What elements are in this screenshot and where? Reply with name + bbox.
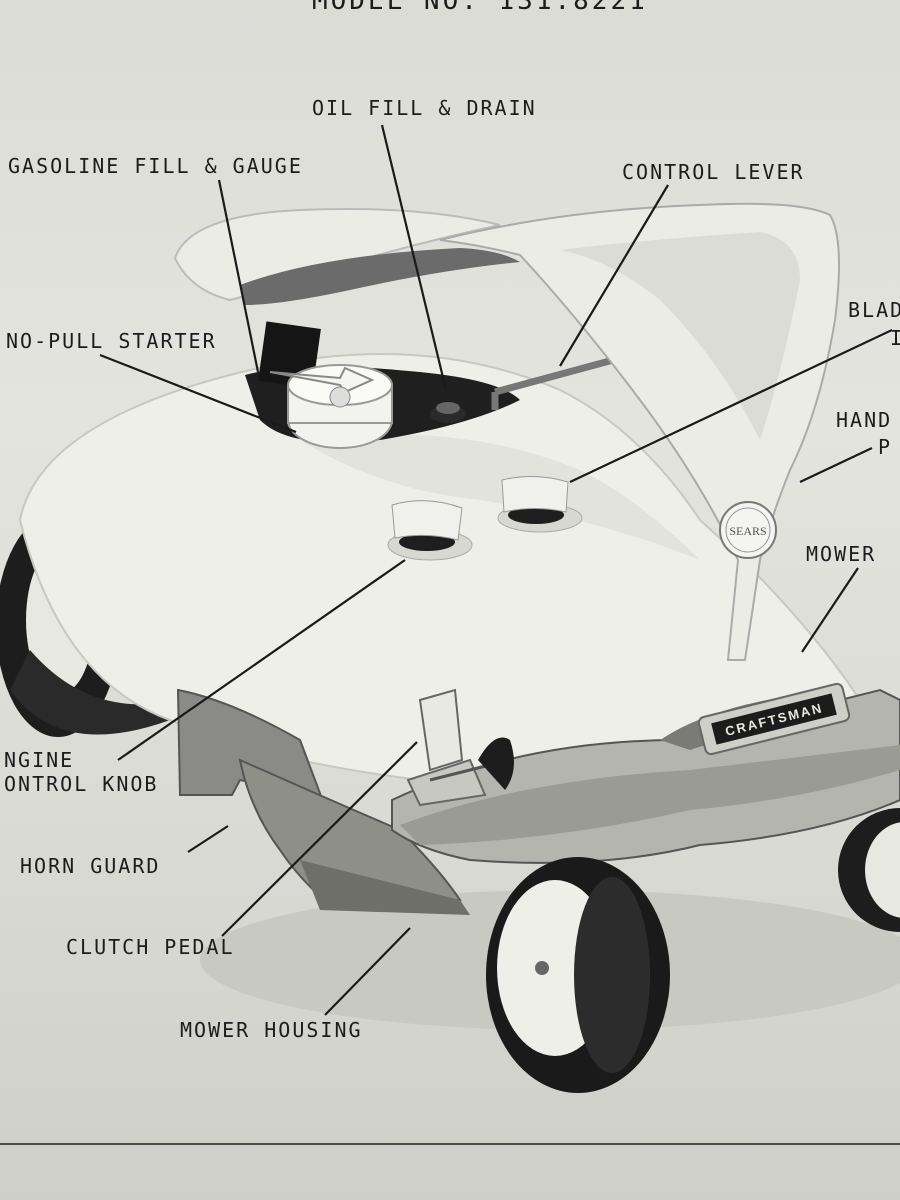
craftsman-nameplate: CRAFTSMAN [697,682,851,756]
sears-emblem [719,501,777,559]
control-lever-rod [494,352,629,396]
label-engine-control-line2: ONTROL KNOB [4,772,159,796]
label-gasoline-fill-gauge: GASOLINE FILL & GAUGE [8,154,303,178]
sears-emblem-text: SEARS [729,524,766,538]
label-control-lever: CONTROL LEVER [622,160,805,184]
label-oil-fill-drain: OIL FILL & DRAIN [312,96,537,120]
page-rule [0,1143,900,1145]
label-clutch-pedal: CLUTCH PEDAL [66,935,235,959]
engine-control-knob [387,500,473,561]
label-mower: MOWER [806,542,877,566]
mower-housing-part [238,758,462,907]
label-mower-housing: MOWER HOUSING [180,1018,363,1042]
label-handle-line2: P [878,435,893,459]
label-engine-control: NGINE [4,748,75,772]
starter-unit [269,364,393,449]
blade-control-knob [497,475,583,533]
label-blade: BLAD [848,298,900,322]
right-wheel [838,808,900,932]
leader-lines [99,124,893,1016]
label-blade-line2: I [890,326,900,350]
front-wheel [486,857,670,1093]
clutch-pedal-part [406,688,491,807]
label-handle: HAND [836,408,893,432]
seat [173,208,520,305]
label-horn-guard: HORN GUARD [20,854,161,878]
label-no-pull-starter: NO-PULL STARTER [6,329,217,353]
model-number-header: MODEL NO. 131.8221 [312,0,648,16]
